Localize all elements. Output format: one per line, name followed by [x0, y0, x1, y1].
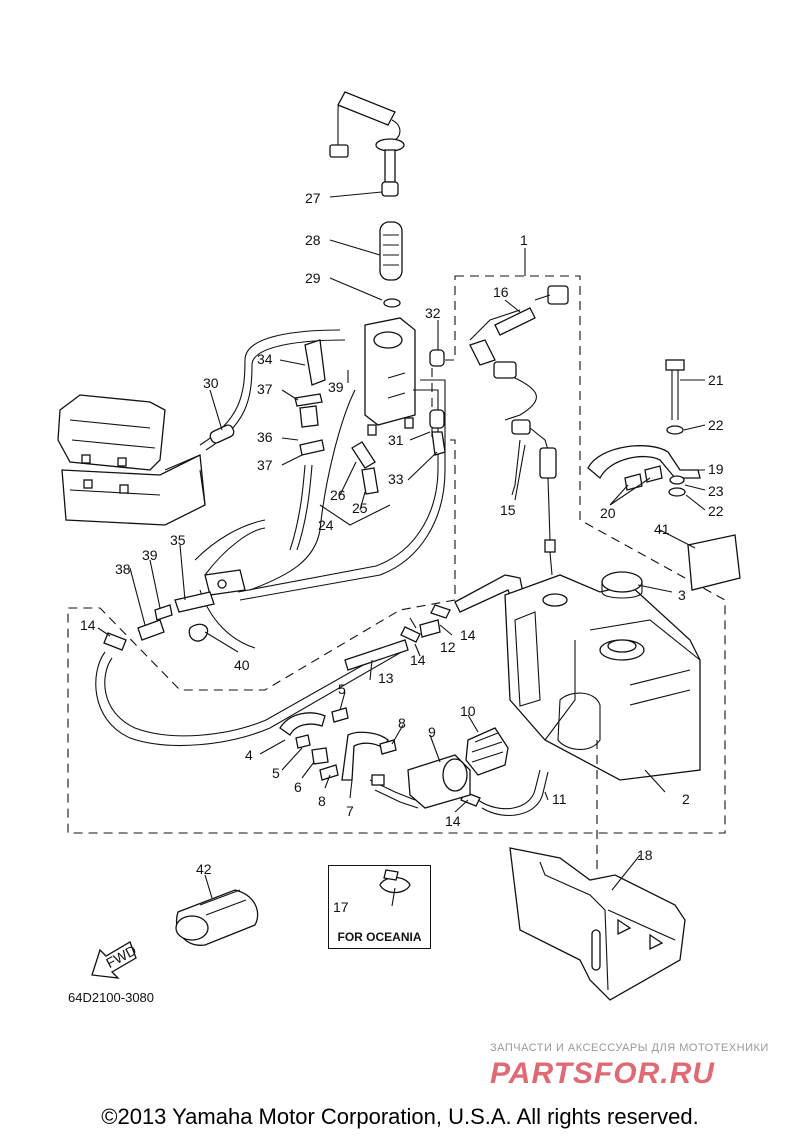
hose-7: [341, 731, 389, 781]
part-label-9: 9: [428, 724, 436, 740]
tank-cap: [601, 571, 643, 593]
part-label-26: 26: [330, 487, 346, 503]
tank-bracket-18: [509, 847, 686, 1001]
part-label-36: 36: [257, 429, 273, 445]
hose-upper-right: [239, 379, 446, 601]
copyright-notice: ©2013 Yamaha Motor Corporation, U.S.A. A…: [101, 1104, 699, 1129]
part-label-40: 40: [234, 657, 250, 673]
boot-42: [175, 889, 259, 946]
part-label-37b: 37: [257, 457, 273, 473]
watermark-logo: PARTSFOR.RU: [490, 1057, 715, 1090]
part-label-30: 30: [203, 375, 219, 391]
watermark-tagline: ЗАПЧАСТИ И АКСЕССУАРЫ ДЛЯ МОТОТЕХНИКИ: [490, 1042, 769, 1054]
part-label-2: 2: [682, 791, 690, 807]
part-label-41: 41: [654, 521, 670, 537]
fwd-arrow-icon: FWD: [91, 941, 139, 979]
leader-lines: [97, 191, 706, 907]
fuel-hose-lower: [95, 649, 406, 747]
part-label-6: 6: [294, 779, 302, 795]
part-label-17: 17: [333, 899, 349, 915]
hose-34: [304, 339, 326, 386]
part-label-29: 29: [305, 270, 321, 286]
diagram-code: 64D2100-3080: [68, 990, 155, 1005]
part-label-16: 16: [493, 284, 509, 300]
part-label-34: 34: [257, 351, 273, 367]
part-label-39b: 39: [142, 547, 158, 563]
fuel-strainer: [364, 317, 416, 436]
fuel-sender-unit: [329, 91, 405, 197]
part-label-11: 11: [552, 791, 567, 807]
tank-band-19: [587, 445, 701, 480]
part-label-31: 31: [388, 432, 404, 448]
part-label-8b: 8: [398, 715, 406, 731]
part-label-14c: 14: [460, 627, 476, 643]
hull-section: [194, 519, 266, 649]
pump-cap-10: [465, 727, 509, 776]
part-label-42: 42: [196, 861, 212, 877]
part-label-15: 15: [500, 502, 516, 518]
part-label-13: 13: [378, 670, 394, 686]
part-label-14a: 14: [80, 617, 96, 633]
part-label-18: 18: [637, 847, 653, 863]
hose-11: [477, 769, 541, 810]
part-label-32: 32: [425, 305, 441, 321]
part-label-5b: 5: [272, 765, 280, 781]
part-label-28: 28: [305, 232, 321, 248]
part-label-8a: 8: [318, 793, 326, 809]
part-label-24: 24: [318, 517, 334, 533]
oceania-note-box: FOR OCEANIA: [328, 865, 431, 949]
part-label-37a: 37: [257, 381, 273, 397]
part-label-20: 20: [600, 505, 616, 521]
part-label-33: 33: [388, 471, 404, 487]
fitting-38: [137, 619, 165, 641]
part-label-12: 12: [440, 639, 456, 655]
part-label-39a: 39: [328, 379, 344, 395]
part-label-21: 21: [708, 372, 724, 388]
part-label-5a: 5: [338, 681, 346, 697]
part-labels: 27 28 29 1 16 32 34 39 30 37 36 37 31 33…: [80, 190, 724, 915]
part-label-14d: 14: [445, 813, 461, 829]
hose-13: [344, 639, 409, 671]
hose-24-loop: [249, 389, 356, 591]
part-label-22a: 22: [708, 417, 724, 433]
oceania-note: FOR OCEANIA: [337, 930, 422, 944]
clamp-17: [379, 869, 411, 894]
part-label-25: 25: [352, 500, 368, 516]
hose-4: [279, 712, 326, 736]
part-label-7: 7: [346, 803, 354, 819]
fitting-36: [299, 405, 319, 428]
part-label-35: 35: [170, 532, 186, 548]
part-label-22b: 22: [708, 503, 724, 519]
part-label-4: 4: [245, 747, 253, 763]
hose-35: [174, 591, 215, 613]
engine-cowling: [57, 394, 206, 526]
fuel-tank: [504, 574, 701, 781]
fuel-pump: [369, 754, 471, 809]
part-label-3: 3: [678, 587, 686, 603]
fuel-filter-element: [379, 221, 403, 281]
part-label-38: 38: [115, 561, 131, 577]
fuel-hose-30: [199, 329, 341, 446]
washer-29: [383, 298, 401, 308]
part-label-14b: 14: [410, 652, 426, 668]
part-label-27: 27: [305, 190, 321, 206]
part-label-19: 19: [708, 461, 724, 477]
part-label-1: 1: [520, 232, 528, 248]
decal-41: [687, 534, 741, 591]
part-label-23: 23: [708, 483, 724, 499]
part-label-10: 10: [460, 703, 476, 719]
